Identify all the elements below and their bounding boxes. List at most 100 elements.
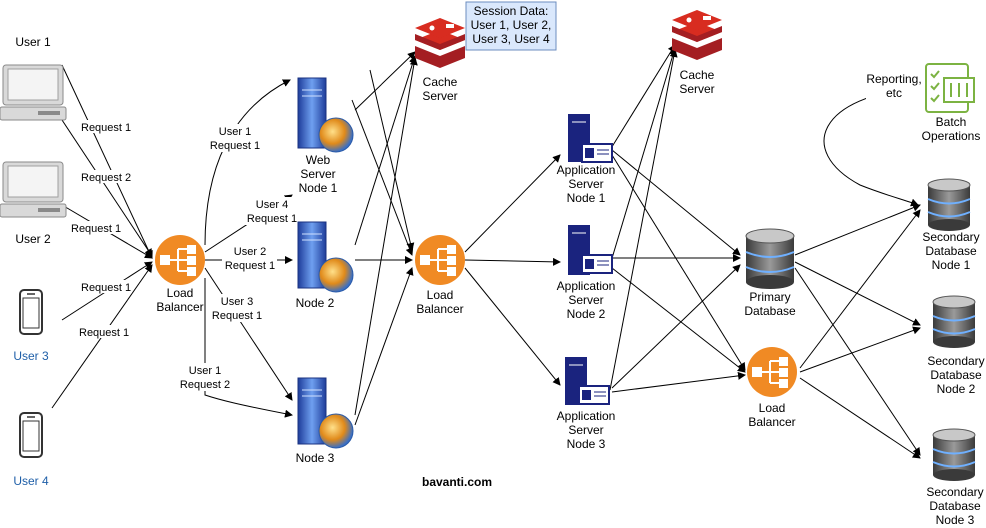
edge-batch-sec1	[823, 87, 921, 207]
edge-label-in-1: Request 2	[80, 170, 132, 184]
edge-label-lb-3: User 3 Request 1	[210, 294, 265, 322]
user-label: User 2	[15, 232, 51, 246]
app-node-label: Server	[568, 293, 603, 307]
cache-server-2: Cache Server	[672, 10, 722, 96]
db-label: Node 2	[937, 382, 976, 396]
edge-web3-lb2	[354, 267, 414, 426]
app-server-node-3: Application Server Node 3	[557, 357, 616, 451]
edge-primary-sec2	[794, 261, 921, 326]
web-node-label: Node 2	[296, 296, 335, 310]
edge-lb2-app3	[464, 267, 561, 386]
app-node-label: Application	[557, 409, 616, 423]
edge-label-text: Request 1	[71, 223, 121, 235]
load-balancer-3: Load Balancer	[747, 347, 797, 429]
edge-lb2-app2	[464, 257, 561, 266]
web-server-node-1: Web Server Node 1	[297, 77, 354, 195]
session-note-text: User 3, User 4	[472, 32, 550, 46]
edge-label-text: Request 1	[79, 327, 129, 339]
edge-app1-primary	[611, 149, 741, 256]
cache-label: Server	[422, 89, 457, 103]
db-label: Secondary	[927, 354, 984, 368]
db-label: Database	[930, 368, 982, 382]
edge-app3-primary	[611, 264, 741, 389]
lb-label: Load	[759, 401, 786, 415]
db-label: Secondary	[922, 230, 979, 244]
db-label: Node 3	[936, 513, 975, 527]
app-server-icon	[565, 357, 610, 405]
edge-web2-cache1	[354, 55, 417, 246]
edge-label-text: User 1	[189, 365, 221, 377]
phone-icon	[19, 412, 43, 458]
app-server-node-2: Application Server Node 2	[557, 225, 615, 321]
edge-label-lb-0: User 1 Request 1	[208, 124, 263, 152]
session-data-note: Session Data: User 1, User 2, User 3, Us…	[465, 1, 557, 51]
app-node-label: Node 3	[567, 437, 606, 451]
edge-label-text: User 2	[234, 246, 266, 258]
app-node-label: Server	[568, 177, 603, 191]
web-server-node-3: Node 3	[296, 377, 354, 465]
user-label: User 1	[15, 35, 51, 49]
secondary-database-node-3: Secondary Database Node 3	[926, 428, 984, 527]
edge-primary-sec3	[794, 267, 921, 456]
load-balancer-icon	[415, 235, 465, 285]
edge-lb2-app1	[464, 154, 561, 253]
edge-label-text: Request 1	[81, 282, 131, 294]
database-icon	[932, 295, 976, 348]
batch-label: Batch	[936, 115, 967, 129]
laptop-icon	[0, 64, 67, 121]
secondary-database-node-1: Secondary Database Node 1	[922, 178, 980, 272]
edge-primary-sec1	[794, 203, 921, 256]
cache-label: Cache	[423, 75, 458, 89]
load-balancer-2: Load Balancer	[415, 235, 465, 316]
edge-label-text: Request 1	[81, 122, 131, 134]
app-node-label: Application	[557, 163, 616, 177]
database-icon	[745, 228, 795, 289]
session-note-text: Session Data:	[474, 4, 549, 18]
edge-label-in-3: Request 1	[80, 280, 132, 294]
edge-user1b-lb1	[61, 119, 153, 257]
footer-brand: bavanti.com	[422, 475, 492, 489]
db-label: Node 1	[932, 258, 971, 272]
user-1: User 1	[0, 35, 67, 121]
edge-app3-cache2	[609, 49, 678, 391]
web-server-node-2: Node 2	[296, 221, 354, 310]
lb-label: Balancer	[156, 300, 203, 314]
reporting-text: etc	[886, 86, 902, 100]
redis-cache-icon	[672, 10, 722, 60]
edge-label-in-0: Request 1	[80, 120, 132, 134]
cache-label: Server	[679, 82, 714, 96]
cache-server-1: Cache Server	[415, 18, 465, 103]
checklist-icon	[925, 63, 975, 113]
edge-app1-lb3	[611, 154, 746, 371]
primary-database: Primary Database	[744, 228, 796, 318]
db-label: Database	[925, 244, 977, 258]
load-balancer-icon	[747, 347, 797, 397]
edge-label-lb-2: User 2 Request 1	[222, 244, 277, 272]
edge-lb1-web3b	[204, 278, 293, 418]
edge-label-lb-1: User 4 Request 1	[245, 197, 300, 225]
edge-user1-lb1	[61, 64, 153, 259]
edge-label-in-2: Request 1	[70, 221, 122, 235]
edge-lb3-sec1	[799, 209, 921, 369]
edge-lb3-sec3	[799, 377, 921, 459]
edge-web3-cache1	[354, 57, 418, 416]
db-label: Primary	[749, 290, 790, 304]
user-3: User 3	[13, 289, 49, 363]
edge-label-in-4: Request 1	[78, 325, 130, 339]
edge-web1-cache1	[354, 51, 416, 111]
edge-cache1-lb2	[369, 69, 415, 251]
cache-label: Cache	[680, 68, 715, 82]
db-label: Database	[744, 304, 796, 318]
edge-label-text: User 3	[221, 296, 253, 308]
edge-label-text: User 4	[256, 199, 288, 211]
reporting-text: Reporting,	[866, 72, 921, 86]
edge-label-text: User 1	[219, 126, 251, 138]
db-label: Database	[929, 499, 981, 513]
user-2: User 2	[0, 161, 67, 246]
batch-operations: Batch Operations	[922, 63, 980, 143]
app-node-label: Server	[568, 423, 603, 437]
user-4: User 4	[13, 412, 49, 488]
app-node-label: Node 1	[567, 191, 606, 205]
web-node-label: Node 1	[299, 181, 338, 195]
